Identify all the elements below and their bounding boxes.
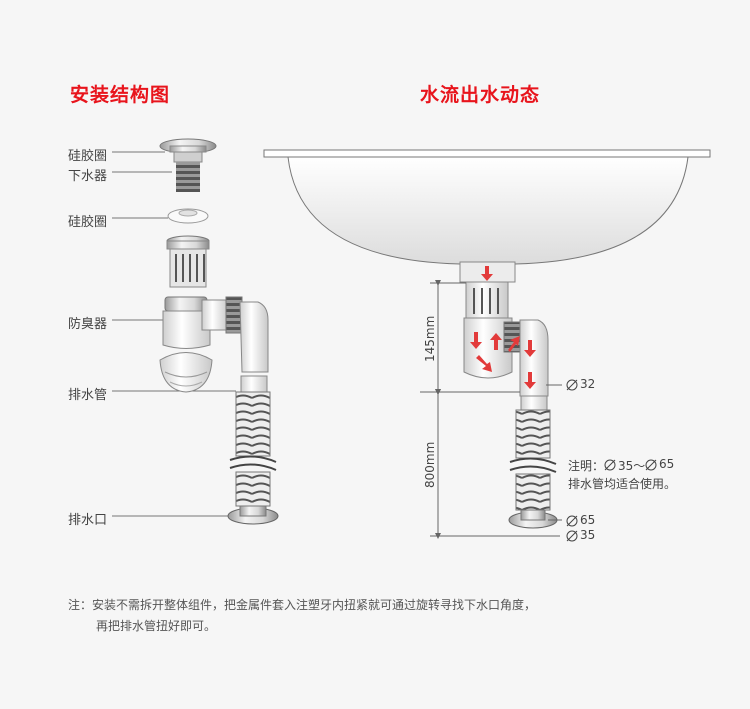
- drain-pipe-left: [227, 375, 279, 525]
- note-d65: 65: [659, 457, 675, 471]
- water-flow-title: 水流出水动态: [420, 84, 541, 106]
- label-outlet: 排水口: [68, 513, 108, 528]
- label-gasket-mid: 硅胶圈: [68, 215, 108, 230]
- label-d32: 32: [580, 377, 596, 391]
- label-d65: 65: [580, 513, 596, 527]
- label-gasket-top: 硅胶圈: [68, 149, 108, 164]
- dimension-lines: [420, 280, 562, 539]
- label-drain-pipe: 排水管: [68, 388, 108, 403]
- popup-drain-head: [159, 138, 217, 192]
- label-drain-head: 下水器: [68, 169, 108, 184]
- sink-basin: [263, 149, 711, 283]
- note-d35: 35～: [618, 459, 646, 473]
- trap-assembly-right: [463, 281, 558, 529]
- diameter-symbols: [566, 379, 657, 542]
- note-line2: 排水管均适合使用。: [568, 477, 677, 491]
- dim-145mm: 145mm: [423, 316, 437, 362]
- strainer-basket: [166, 235, 210, 288]
- flow-arrows: [470, 266, 536, 389]
- footnote-line2: 再把排水管扭好即可。: [96, 619, 217, 633]
- label-d35: 35: [580, 528, 596, 542]
- leader-lines: [112, 151, 236, 517]
- dim-800mm: 800mm: [423, 442, 437, 488]
- note-prefix: 注明：: [568, 459, 605, 473]
- footnote-line1: 注：安装不需拆开整体组件，把金属件套入注塑牙内扭紧就可通过旋转寻找下水口角度，: [68, 598, 537, 612]
- silicone-washer: [167, 208, 209, 224]
- odor-trap: [159, 296, 269, 393]
- installation-diagram-title: 安装结构图: [70, 84, 171, 106]
- label-odor-trap: 防臭器: [68, 317, 108, 332]
